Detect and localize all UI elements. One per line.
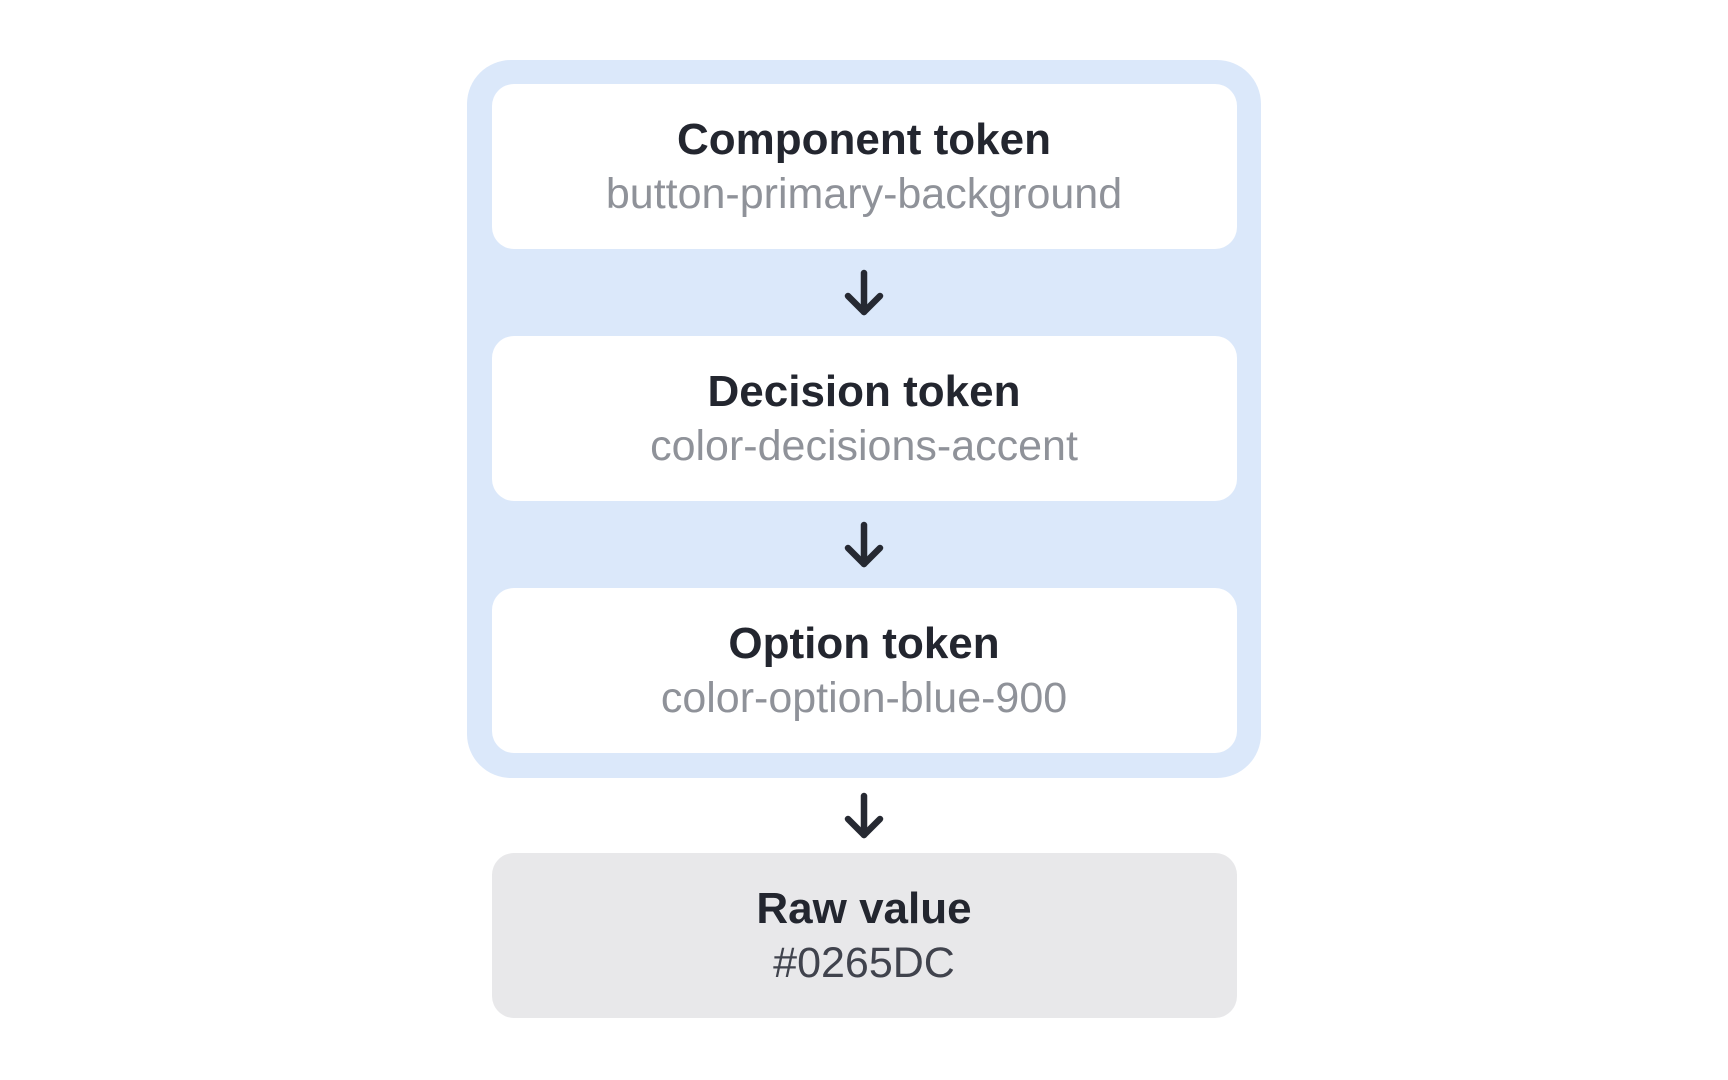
arrow-row-1 bbox=[844, 249, 884, 336]
token-group-container: Component token button-primary-backgroun… bbox=[467, 60, 1261, 778]
decision-token-title: Decision token bbox=[707, 366, 1021, 416]
decision-token-name: color-decisions-accent bbox=[650, 421, 1078, 470]
component-token-name: button-primary-background bbox=[605, 169, 1123, 218]
down-arrow-icon bbox=[844, 792, 884, 838]
decision-token-card: Decision token color-decisions-accent bbox=[491, 336, 1237, 501]
option-token-title: Option token bbox=[728, 618, 1000, 668]
component-token-title: Component token bbox=[677, 114, 1051, 164]
down-arrow-icon bbox=[844, 269, 884, 315]
raw-value-title: Raw value bbox=[756, 883, 972, 933]
token-flow-column: Component token button-primary-backgroun… bbox=[467, 60, 1261, 1018]
arrow-row-2 bbox=[844, 501, 884, 588]
component-token-card: Component token button-primary-backgroun… bbox=[491, 84, 1237, 249]
down-arrow-icon bbox=[844, 521, 884, 567]
raw-value-hex: #0265DC bbox=[773, 938, 955, 987]
option-token-card: Option token color-option-blue-900 bbox=[491, 588, 1237, 753]
arrow-row-3 bbox=[844, 778, 884, 853]
option-token-name: color-option-blue-900 bbox=[660, 673, 1068, 722]
raw-value-card: Raw value #0265DC bbox=[491, 853, 1237, 1018]
